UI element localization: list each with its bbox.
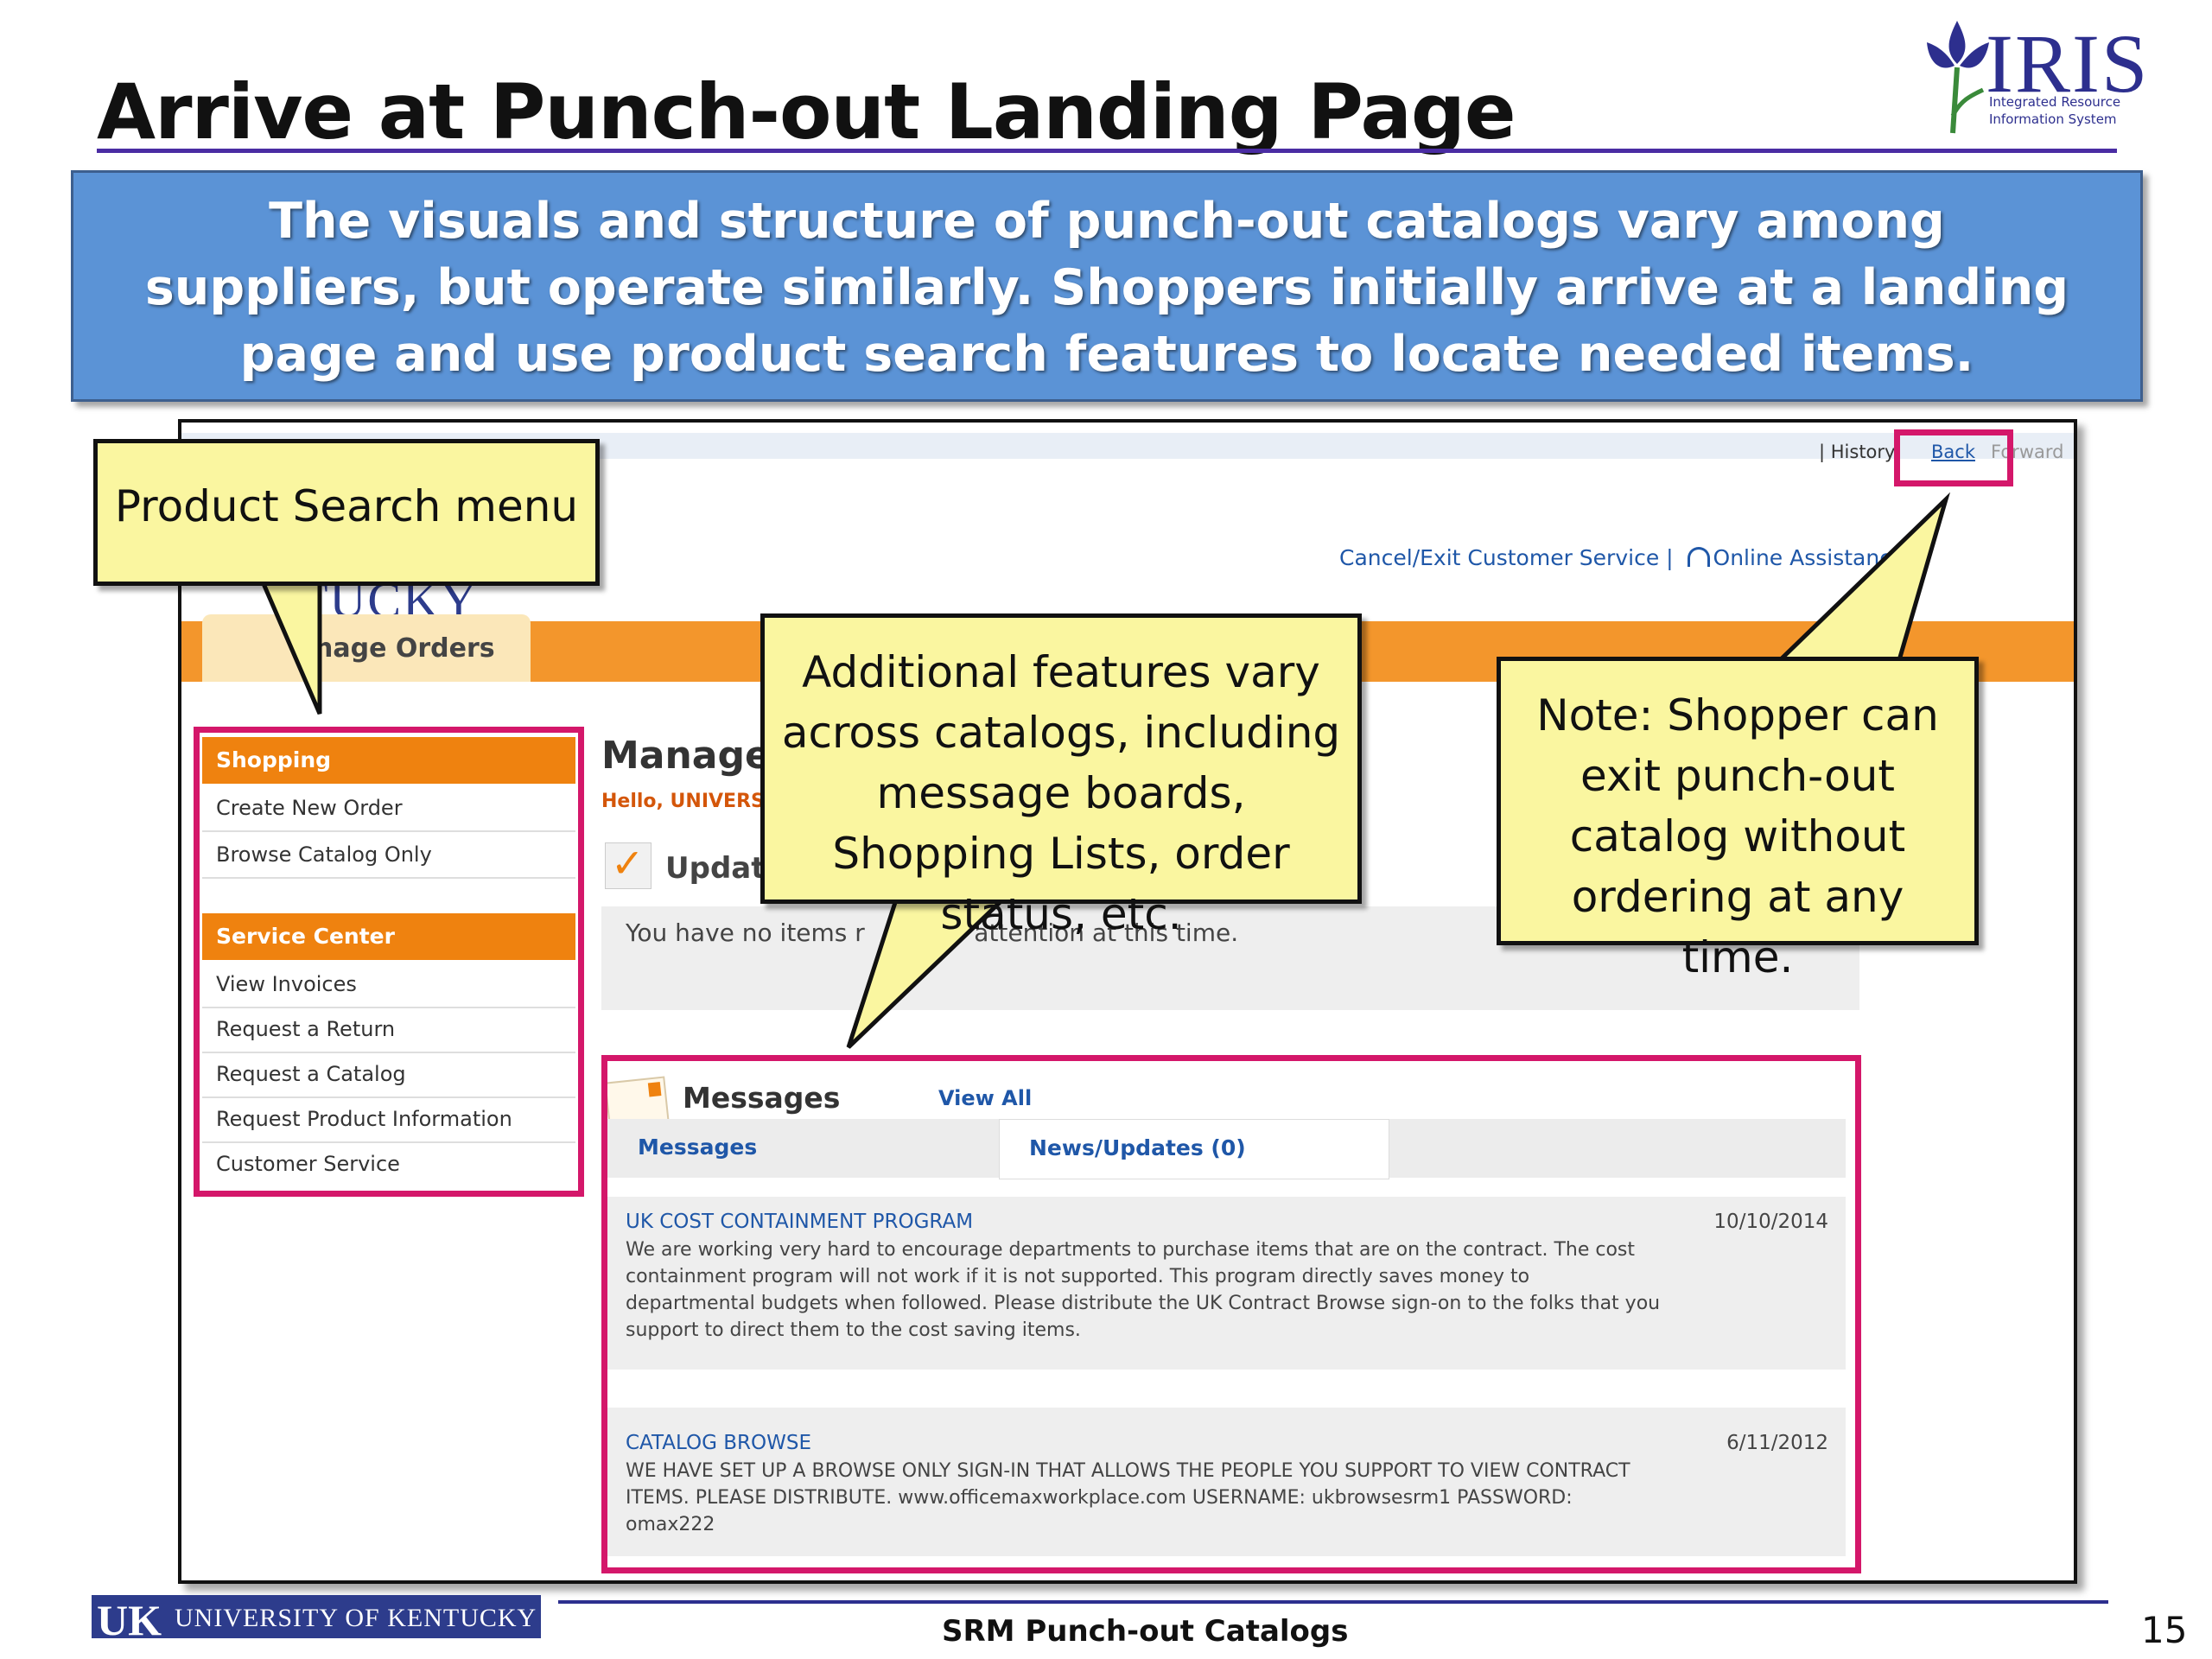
headset-icon <box>1687 547 1710 567</box>
history-link[interactable]: | History <box>1819 442 1896 462</box>
pointer-product-search <box>256 571 322 715</box>
menu-item-request-catalog[interactable]: Request a Catalog <box>202 1052 575 1098</box>
menu-item-view-invoices[interactable]: View Invoices <box>202 962 575 1008</box>
checkmark-icon: ✓ <box>605 840 652 889</box>
online-assistance-link[interactable]: Online Assistance <box>1713 545 1905 570</box>
messages-highlight <box>601 1055 1861 1573</box>
messages-tabs: Messages News/Updates (0) <box>601 1119 1846 1179</box>
message-heading[interactable]: UK COST CONTAINMENT PROGRAM <box>626 1211 974 1233</box>
tab-manage-orders-label: nage Orders <box>315 633 495 664</box>
menu-header-shopping: Shopping <box>202 737 575 784</box>
tab-manage-orders[interactable]: nage Orders <box>202 614 531 682</box>
greeting: Hello, UNIVERS <box>601 791 765 812</box>
forward-link[interactable]: Forward <box>1991 442 2064 462</box>
pointer-note <box>1774 492 1951 663</box>
callout-exit-note: Note: Shopper can exit punch-out catalog… <box>1497 657 1979 982</box>
product-search-menu-highlight <box>194 727 584 1197</box>
message-body: WE HAVE SET UP A BROWSE ONLY SIGN-IN THA… <box>626 1460 1630 1535</box>
iris-wordmark: IRIS <box>1986 17 2150 110</box>
menu-header-service-center: Service Center <box>202 913 575 960</box>
menu-item-create-new-order[interactable]: Create New Order <box>202 785 575 832</box>
messages-heading: Messages <box>683 1081 841 1115</box>
menu-item-browse-catalog-only[interactable]: Browse Catalog Only <box>202 832 575 879</box>
back-highlight <box>1894 429 2013 486</box>
banner-text: The visuals and structure of punch-out c… <box>144 193 2069 383</box>
callout-product-search: Product Search menu <box>93 439 600 586</box>
menu-item-customer-service[interactable]: Customer Service <box>216 1152 400 1176</box>
message-date: 10/10/2014 <box>1713 1211 1828 1233</box>
uk-mark: UK <box>97 1596 162 1644</box>
menu-item-request-return[interactable]: Request a Return <box>202 1007 575 1053</box>
iris-subtitle: Integrated Resource Information System <box>1989 93 2120 128</box>
page-number: 15 <box>2141 1609 2188 1651</box>
title-rule <box>97 149 2117 153</box>
message-date: 6/11/2012 <box>1726 1432 1828 1454</box>
message-item: UK COST CONTAINMENT PROGRAM 10/10/2014 W… <box>601 1197 1846 1370</box>
callout-additional-features: Additional features vary across catalogs… <box>760 613 1362 939</box>
tab-messages[interactable]: Messages <box>638 1135 758 1160</box>
back-link[interactable]: Back <box>1931 442 1975 462</box>
view-all-link[interactable]: View All <box>938 1086 1033 1110</box>
uk-org-name: UNIVERSITY OF KENTUCKY <box>175 1604 537 1632</box>
iris-subtitle-line1: Integrated Resource <box>1989 94 2121 110</box>
slide-title: Arrive at Punch-out Landing Page <box>97 67 1516 156</box>
iris-subtitle-line2: Information System <box>1989 111 2117 127</box>
cancel-exit-link[interactable]: Cancel/Exit <box>1339 545 1461 570</box>
iris-flower-icon <box>1927 21 1989 134</box>
manage-heading: Manage <box>601 734 771 778</box>
iris-logo <box>1910 12 2134 142</box>
message-item: CATALOG BROWSE 6/11/2012 WE HAVE SET UP … <box>601 1408 1846 1556</box>
footer-title: SRM Punch-out Catalogs <box>942 1614 1349 1649</box>
intro-banner: The visuals and structure of punch-out c… <box>71 170 2143 402</box>
tab-news-updates[interactable]: News/Updates (0) <box>999 1119 1389 1179</box>
uk-footer-logo: UK UNIVERSITY OF KENTUCKY <box>92 1595 541 1644</box>
footer-rule <box>558 1600 2108 1604</box>
message-body: We are working very hard to encourage de… <box>626 1239 1661 1341</box>
message-heading[interactable]: CATALOG BROWSE <box>626 1432 811 1454</box>
menu-item-request-product-info[interactable]: Request Product Information <box>202 1096 575 1143</box>
utility-links: Cancel/Exit Customer Service | Online As… <box>1339 545 1904 570</box>
customer-service-link[interactable]: Customer Service | <box>1467 545 1674 570</box>
